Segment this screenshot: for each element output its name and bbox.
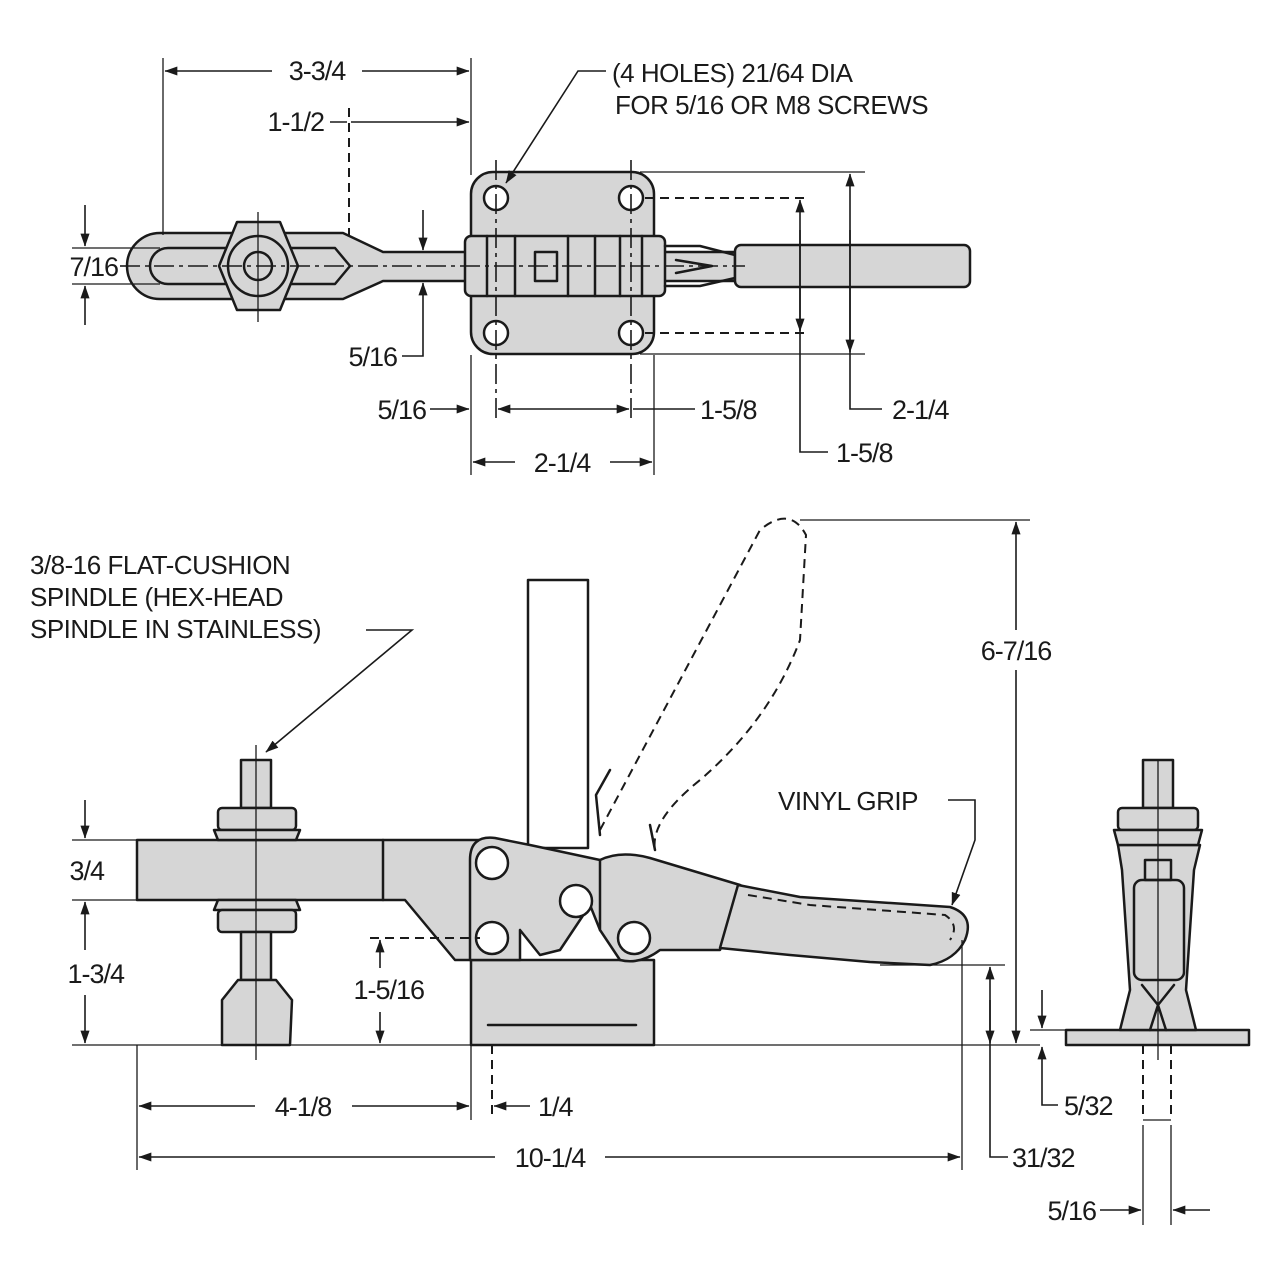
dim-base-thickness: 5/32 bbox=[1064, 1091, 1113, 1121]
dim-max-height: 6-7/16 bbox=[981, 636, 1052, 666]
pivot-hole bbox=[616, 920, 652, 956]
dim-hole-spacing-y: 1-5/8 bbox=[836, 438, 893, 468]
dim-hole-edge-offset: 5/16 bbox=[377, 395, 426, 425]
side-clamp-arm bbox=[135, 838, 529, 962]
dim-line bbox=[1037, 1046, 1058, 1106]
top-vinyl-grip bbox=[733, 243, 972, 289]
leader-line bbox=[505, 70, 606, 184]
phantom-handle bbox=[599, 517, 808, 851]
grip-note: VINYL GRIP bbox=[778, 786, 918, 816]
spindle-nut-bottom bbox=[216, 908, 298, 934]
dim-base-height: 2-1/4 bbox=[892, 395, 950, 425]
dim-bar-width: 5/16 bbox=[1047, 1196, 1096, 1226]
spindle-nut-top bbox=[216, 806, 298, 832]
leader-line bbox=[948, 799, 976, 906]
dim-line bbox=[985, 966, 1008, 1158]
spindle-washer-bottom bbox=[212, 898, 302, 912]
dim-line bbox=[845, 173, 882, 410]
pivot-hole bbox=[474, 920, 510, 956]
dim-bar-height-side: 3/4 bbox=[69, 856, 105, 886]
dim-bar-thickness: 5/16 bbox=[348, 342, 397, 372]
dim-bar-height: 7/16 bbox=[69, 252, 118, 282]
dim-base-width: 2-1/4 bbox=[534, 448, 592, 478]
spindle-note-line-3: SPINDLE IN STAINLESS) bbox=[30, 614, 321, 644]
dim-overall-length: 3-3/4 bbox=[289, 56, 347, 86]
spindle-washer-top bbox=[212, 828, 302, 842]
side-base bbox=[469, 958, 656, 1047]
dim-line bbox=[795, 199, 828, 453]
dim-bar-elevation: 1-3/4 bbox=[67, 959, 125, 989]
dim-reach: 4-1/8 bbox=[275, 1092, 332, 1122]
spindle-note-line-2: SPINDLE (HEX-HEAD bbox=[30, 582, 283, 612]
leader-line bbox=[265, 629, 415, 753]
top-bar-slot bbox=[148, 246, 352, 286]
dim-pivot-offset: 1-1/2 bbox=[267, 107, 324, 137]
top-view: 3-3/4 1-1/2 7/16 5/16 5/16 1-5/8 2-1/4 2… bbox=[69, 56, 972, 478]
dim-hole-spacing-x: 1-5/8 bbox=[700, 395, 757, 425]
spindle-note-line-1: 3/8-16 FLAT-CUSHION bbox=[30, 550, 290, 580]
grip-inner bbox=[747, 894, 955, 941]
side-vinyl-grip bbox=[718, 883, 970, 967]
end-link-body bbox=[1132, 878, 1186, 982]
spindle-cushion bbox=[220, 978, 294, 1047]
end-view: 5/32 5/16 bbox=[1030, 758, 1251, 1226]
phantom-spindle-bar bbox=[526, 578, 590, 850]
holes-note-line-1: (4 HOLES) 21/64 DIA bbox=[612, 58, 854, 88]
dim-base-offset: 1/4 bbox=[538, 1092, 574, 1122]
dim-handle-height: 31/32 bbox=[1012, 1143, 1075, 1173]
holes-note-line-2: FOR 5/16 OR M8 SCREWS bbox=[615, 90, 928, 120]
dim-pivot-height: 1-5/16 bbox=[353, 975, 424, 1005]
dim-line bbox=[402, 282, 428, 357]
pivot-hole bbox=[474, 845, 510, 881]
side-view: 3/4 1-3/4 1-5/16 4-1/8 1/4 10-1/4 31/32 … bbox=[30, 517, 1076, 1173]
phantom-handle-stem bbox=[594, 768, 657, 852]
side-link bbox=[468, 836, 642, 962]
dim-overall-length-side: 10-1/4 bbox=[515, 1143, 587, 1173]
pivot-hole bbox=[558, 883, 594, 919]
